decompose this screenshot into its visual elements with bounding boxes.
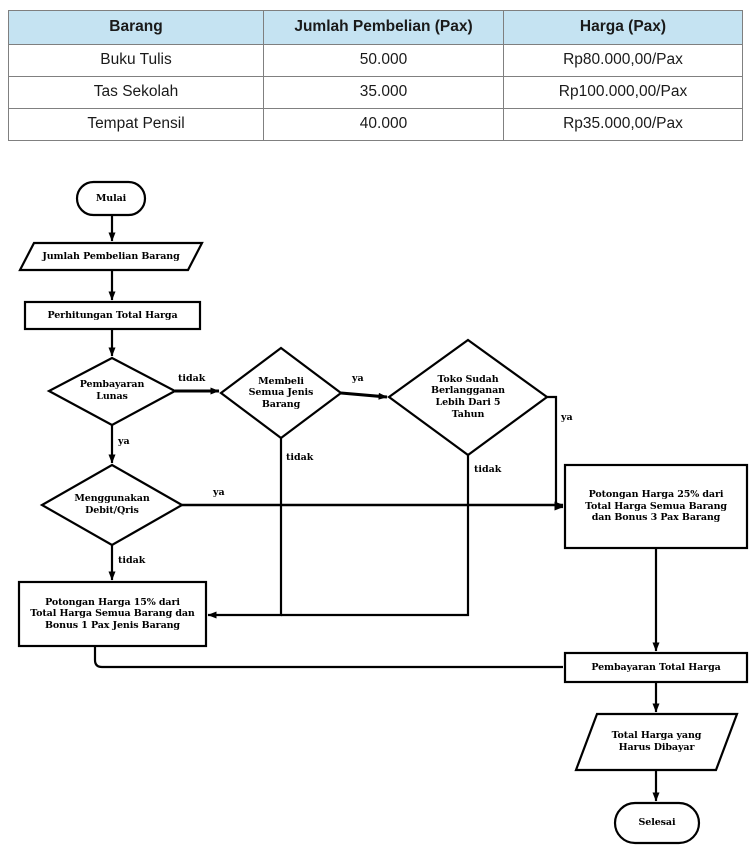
edge-toko-tidak-to-disc15 bbox=[281, 455, 470, 617]
edge-disc15-to-pay bbox=[93, 646, 563, 669]
cell-jumlah: 35.000 bbox=[263, 76, 504, 109]
edge-label-toko-ya: ya bbox=[561, 412, 573, 423]
edge-label-semua-ya: ya bbox=[352, 373, 364, 384]
edge-label-lunas-ya: ya bbox=[118, 436, 130, 447]
parallelogram-input-shape bbox=[18, 241, 204, 272]
process-disc15-shape bbox=[17, 580, 208, 648]
edge-label-debit-tidak: tidak bbox=[118, 555, 146, 566]
cell-harga: Rp35.000,00/Pax bbox=[503, 108, 743, 141]
decision-toko-shape bbox=[387, 338, 549, 457]
cell-jumlah: 40.000 bbox=[263, 108, 504, 141]
edge-label-toko-tidak: tidak bbox=[474, 464, 502, 475]
terminator-end-shape bbox=[613, 801, 701, 845]
cell-jumlah: 50.000 bbox=[263, 44, 504, 77]
parallelogram-output-shape bbox=[574, 712, 739, 772]
terminator-start-shape bbox=[75, 180, 147, 217]
table-header-barang: Barang bbox=[8, 10, 264, 45]
cell-barang: Tempat Pensil bbox=[8, 108, 264, 141]
table-header-harga: Harga (Pax) bbox=[503, 10, 743, 45]
table-row: Tas Sekolah 35.000 Rp100.000,00/Pax bbox=[8, 76, 743, 109]
flowchart: Mulai Jumlah Pembelian Barang Perhitunga… bbox=[0, 140, 750, 848]
price-table: Barang Jumlah Pembelian (Pax) Harga (Pax… bbox=[8, 10, 743, 141]
decision-semua-shape bbox=[219, 346, 343, 440]
edge-label-debit-ya: ya bbox=[213, 487, 225, 498]
cell-harga: Rp100.000,00/Pax bbox=[503, 76, 743, 109]
table-row: Buku Tulis 50.000 Rp80.000,00/Pax bbox=[8, 44, 743, 77]
edge-label-lunas-tidak: tidak bbox=[178, 373, 206, 384]
price-table-container: Barang Jumlah Pembelian (Pax) Harga (Pax… bbox=[8, 10, 743, 141]
cell-barang: Tas Sekolah bbox=[8, 76, 264, 109]
process-perhitungan-shape bbox=[23, 300, 202, 331]
edge-label-semua-tidak: tidak bbox=[286, 452, 314, 463]
table-header-row: Barang Jumlah Pembelian (Pax) Harga (Pax… bbox=[8, 10, 743, 45]
decision-debit-shape bbox=[39, 463, 185, 547]
table-header-jumlah: Jumlah Pembelian (Pax) bbox=[263, 10, 504, 45]
decision-lunas-shape bbox=[46, 356, 178, 427]
edge-semua-ya-to-toko bbox=[340, 391, 388, 400]
cell-barang: Buku Tulis bbox=[8, 44, 264, 77]
table-row: Tempat Pensil 40.000 Rp35.000,00/Pax bbox=[8, 108, 743, 141]
process-disc25-shape bbox=[563, 463, 749, 550]
flowchart-canvas bbox=[17, 180, 749, 845]
edge-semua-tidak-to-disc15 bbox=[207, 438, 283, 619]
process-pay-shape bbox=[563, 651, 749, 684]
cell-harga: Rp80.000,00/Pax bbox=[503, 44, 743, 77]
